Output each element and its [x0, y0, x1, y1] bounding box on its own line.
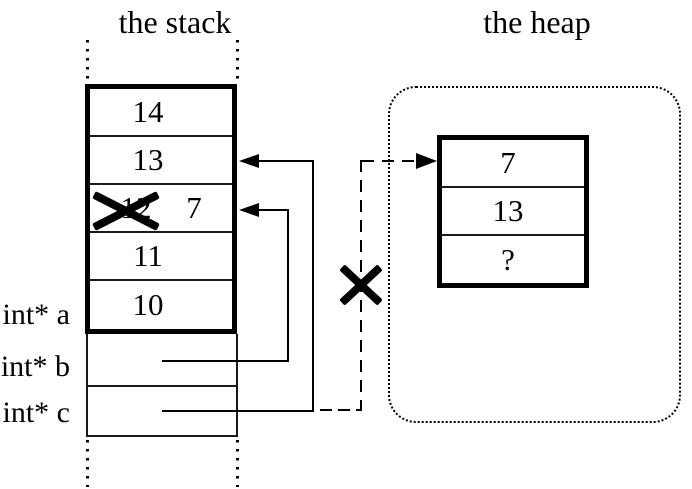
right-arrowhead-icon [416, 153, 437, 169]
stack-cell-14: 14 [90, 89, 232, 137]
stack-cell-11: 11 [90, 233, 232, 281]
heap-cell-value: 7 [500, 145, 516, 180]
stack-column-dotted-line-bottom-right [236, 440, 239, 487]
stack-column-dotted-line-top-right [236, 40, 239, 84]
stack-cell-10: 10 [90, 281, 232, 329]
stack-cell-overwritten: 12 7 [90, 185, 232, 233]
stack-frame-box: 14 13 12 7 11 10 [85, 84, 237, 334]
pointer-b-line-arrow-segment [257, 209, 289, 211]
heap-cell-13: 13 [442, 188, 584, 236]
stack-column-dotted-line-top-left [86, 40, 89, 84]
stack-cell-value: 14 [132, 94, 164, 129]
stack-column-dotted-line-bottom-left [86, 440, 89, 487]
pointer-c-line-arrow-segment [257, 160, 314, 162]
stack-cell-13: 13 [90, 137, 232, 185]
pointer-c-line-horizontal [162, 410, 314, 412]
pointer-b-line-horizontal [162, 360, 289, 362]
cross-out-icon [92, 190, 160, 231]
stack-pointer-cells [86, 334, 238, 437]
stack-title: the stack [118, 4, 232, 40]
pointer-b-line-vertical [287, 209, 289, 362]
heap-cell-value: 13 [492, 193, 524, 228]
heap-region-dotted-boundary [388, 86, 681, 423]
dangling-pointer-dashed-horizontal-bottom [314, 409, 362, 411]
stack-cell-pointer-b [88, 334, 236, 387]
stack-cell-value: 10 [132, 287, 164, 322]
pointer-label-b: int* b [0, 350, 70, 383]
stack-cell-value: 11 [133, 238, 163, 273]
stack-cell-new-value: 7 [186, 190, 202, 225]
left-arrowhead-icon [239, 154, 259, 168]
heap-cell-unknown: ? [442, 236, 584, 283]
heap-block-box: 7 13 ? [437, 135, 589, 288]
heap-cell-value: ? [501, 241, 515, 277]
pointer-label-a: int* a [2, 298, 71, 331]
stack-cell-value: 13 [132, 142, 164, 177]
pointer-c-line-vertical [312, 160, 314, 412]
heap-title: the heap [483, 4, 591, 40]
heap-cell-7: 7 [442, 140, 584, 188]
pointer-label-c: int* c [2, 396, 71, 429]
left-arrowhead-icon [239, 203, 259, 217]
broken-pointer-x-icon [339, 264, 383, 306]
